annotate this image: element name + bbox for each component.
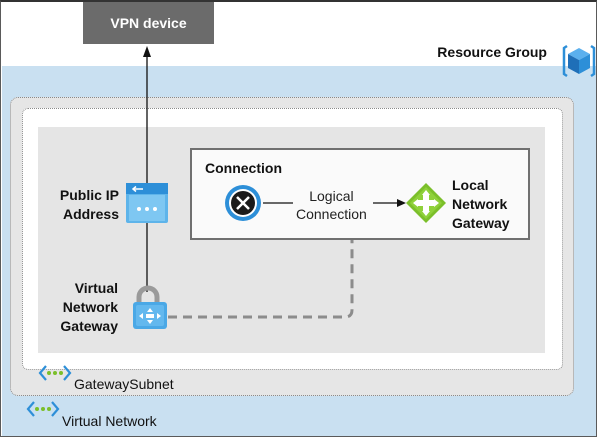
public-ip-label-line2: Address xyxy=(62,206,119,222)
local-gateway-label: Local Network Gateway xyxy=(452,176,510,233)
uplink-arrowhead xyxy=(143,46,151,57)
vnet-gateway-label-line2: Network xyxy=(62,299,118,315)
public-ip-icon xyxy=(126,183,168,223)
virtual-network-label: Virtual Network xyxy=(62,413,157,429)
logical-connection-line1: Logical xyxy=(309,188,354,204)
vnet-gateway-label-line3: Gateway xyxy=(60,318,118,334)
local-gateway-label-line1: Local xyxy=(452,177,489,193)
vnet-gateway-label-line1: Virtual xyxy=(74,280,118,296)
vpn-device-label: VPN device xyxy=(110,15,187,31)
vpn-device-box: VPN device xyxy=(83,2,214,44)
connection-title: Connection xyxy=(205,160,282,176)
logical-connection-line2: Connection xyxy=(296,206,367,222)
logical-connection-label: Logical Connection xyxy=(296,187,367,223)
public-ip-label: Public IP Address xyxy=(55,186,119,224)
logical-arrowhead xyxy=(397,199,406,207)
public-ip-label-line1: Public IP xyxy=(59,187,119,203)
gateway-to-connection-dashed-line xyxy=(168,240,354,319)
vnet-gateway-label: Virtual Network Gateway xyxy=(52,279,118,336)
subnet-icon xyxy=(38,365,72,381)
virtual-network-icon xyxy=(26,401,60,417)
local-network-gateway-icon xyxy=(406,183,446,223)
resource-group-label: Resource Group xyxy=(437,44,547,60)
resource-group-cube-icon xyxy=(562,44,596,78)
virtual-network-gateway-icon xyxy=(133,285,167,329)
connection-icon xyxy=(225,185,261,221)
local-gateway-label-line2: Network xyxy=(452,196,508,212)
local-gateway-label-line3: Gateway xyxy=(452,215,510,231)
gateway-subnet-label: GatewaySubnet xyxy=(74,376,174,392)
